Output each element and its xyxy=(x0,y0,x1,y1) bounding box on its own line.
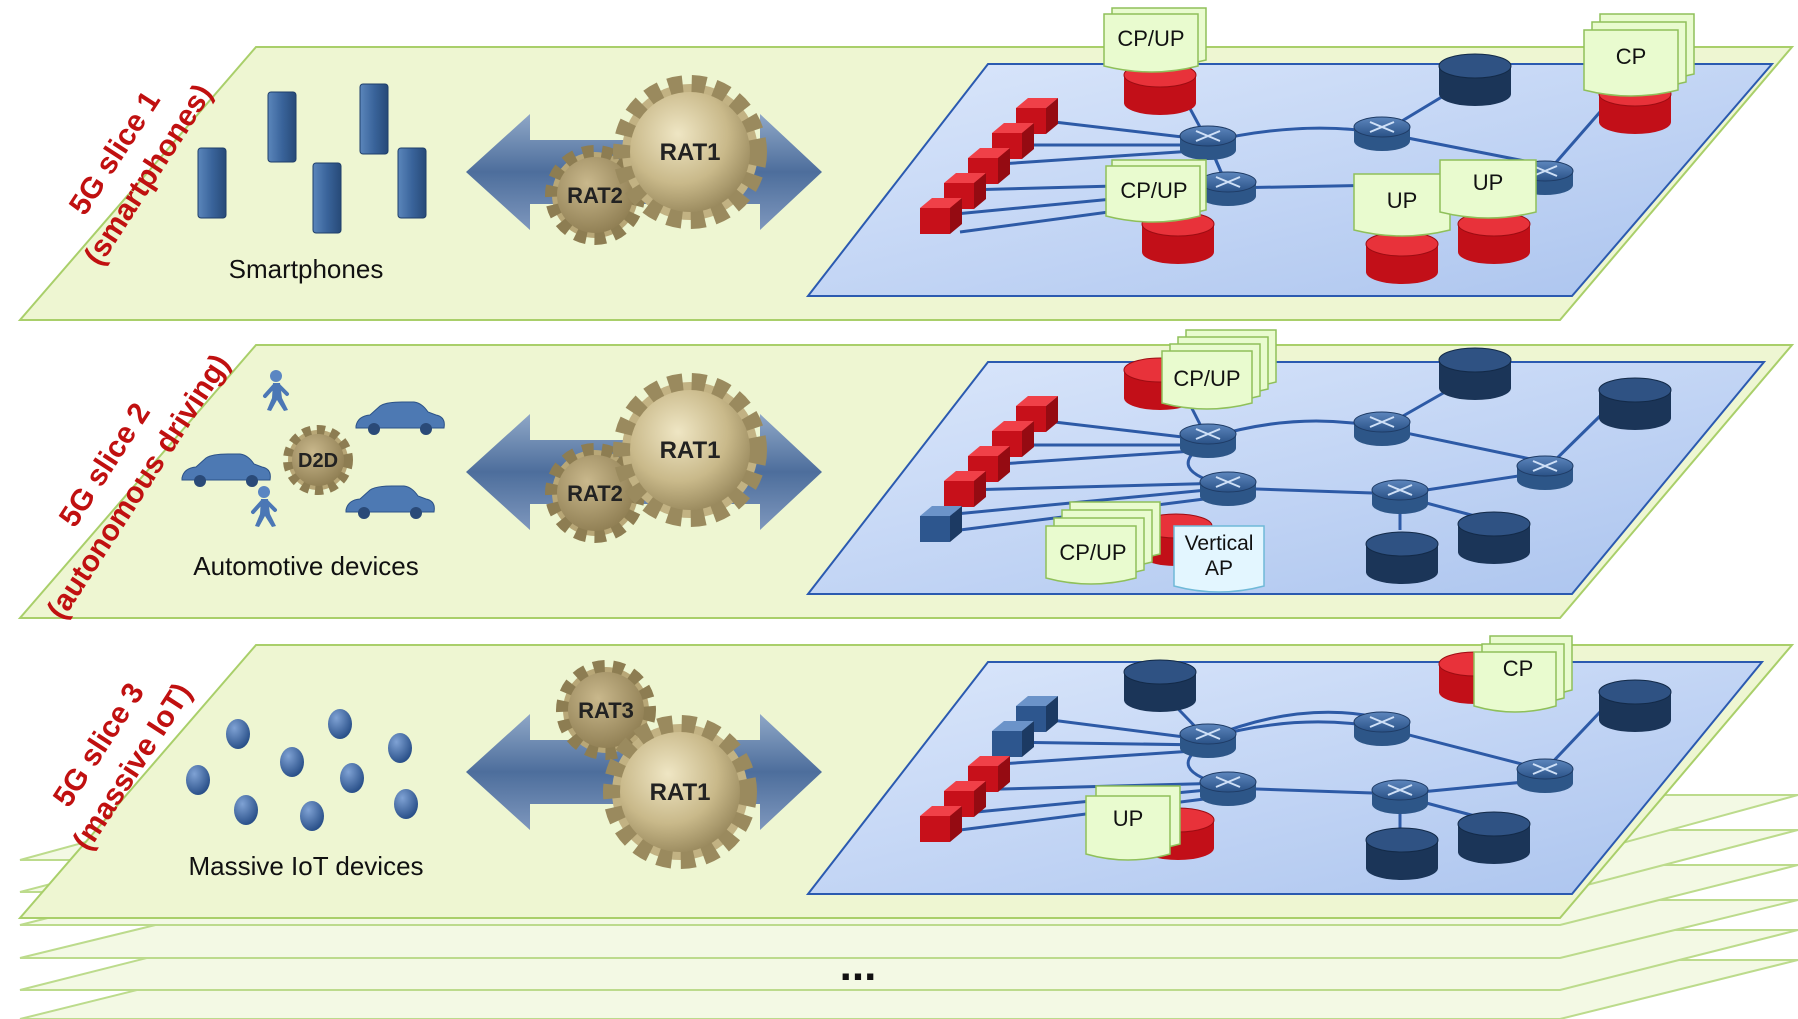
svg-text:CP/UP: CP/UP xyxy=(1173,366,1240,391)
router-icon xyxy=(1371,479,1429,515)
slice-1-device-caption: Smartphones xyxy=(229,254,384,284)
iot-device-icon xyxy=(280,747,304,777)
router-icon xyxy=(1199,171,1257,207)
svg-text:CP/UP: CP/UP xyxy=(1120,178,1187,203)
iot-device-icon xyxy=(234,795,258,825)
iot-device-icon xyxy=(394,789,418,819)
svg-text:CP/UP: CP/UP xyxy=(1117,26,1184,51)
iot-devices-icons xyxy=(186,709,418,831)
svg-text:CP/UP: CP/UP xyxy=(1059,540,1126,565)
smartphones-icons xyxy=(197,83,427,234)
slice-3-rat1-gear: RAT1 xyxy=(603,715,757,869)
smartphone-icon xyxy=(312,162,342,234)
d2d-gear: D2D xyxy=(283,425,353,495)
router-icon xyxy=(1516,455,1574,491)
router-icon xyxy=(1179,723,1237,759)
slice-3-device-caption: Massive IoT devices xyxy=(188,851,423,881)
slice-1-rat2-label: RAT2 xyxy=(567,183,623,208)
slice-2-rat1-label: RAT1 xyxy=(660,437,721,464)
router-icon xyxy=(1179,423,1237,459)
svg-text:UP: UP xyxy=(1387,188,1418,213)
slice-2-note-cpup-bottom: CP/UP xyxy=(1045,501,1161,585)
svg-text:CP: CP xyxy=(1616,44,1647,69)
slice-1-note-cpup-mid: CP/UP xyxy=(1105,159,1207,223)
router-icon xyxy=(1353,711,1411,747)
smartphone-icon xyxy=(397,147,427,219)
slice-3: 5G slice 3 (massive IoT) Massive IoT dev… xyxy=(17,635,1795,919)
iot-device-icon xyxy=(300,801,324,831)
router-icon xyxy=(1353,411,1411,447)
router-icon xyxy=(1199,771,1257,807)
smartphone-icon xyxy=(197,147,227,219)
svg-text:UP: UP xyxy=(1473,170,1504,195)
slice-1-note-up-right: UP xyxy=(1439,159,1537,219)
router-icon xyxy=(1353,116,1411,152)
router-icon xyxy=(1516,758,1574,794)
iot-device-icon xyxy=(388,733,412,763)
slice-2-rat1-gear: RAT1 xyxy=(613,373,767,527)
slice-1-note-cp: CP xyxy=(1583,13,1695,97)
slice-2-vertical-ap-note: Vertical AP xyxy=(1173,525,1265,593)
slice-1-note-up-left: UP xyxy=(1353,173,1451,237)
svg-text:UP: UP xyxy=(1113,806,1144,831)
slice-1: 5G slice 1 (smartphones) Smartphones RAT… xyxy=(17,7,1795,321)
iot-device-icon xyxy=(186,765,210,795)
smartphone-icon xyxy=(359,83,389,155)
automotive-devices-icons: D2D xyxy=(181,368,445,529)
svg-text:CP: CP xyxy=(1503,656,1534,681)
slice-2-device-caption: Automotive devices xyxy=(193,551,418,581)
slice-3-rat1-label: RAT1 xyxy=(650,779,711,806)
slice-3-rat3-gear: RAT3 xyxy=(556,660,656,760)
slice-1-note-cpup-top: CP/UP xyxy=(1103,7,1207,73)
slice-2-note-cpup-top: CP/UP xyxy=(1161,329,1277,410)
d2d-label: D2D xyxy=(298,450,338,472)
router-icon xyxy=(1179,125,1237,161)
slice-3-rat3-label: RAT3 xyxy=(578,698,634,723)
slice-3-note-up: UP xyxy=(1085,785,1181,861)
router-icon xyxy=(1371,779,1429,815)
svg-text:Vertical: Vertical xyxy=(1185,532,1254,555)
slice-2: 5G slice 2 (autonomous driving) D2D Auto… xyxy=(17,329,1795,625)
ellipsis-more-slices: ... xyxy=(840,941,877,990)
router-icon xyxy=(1199,471,1257,507)
slice-1-rat1-label: RAT1 xyxy=(660,139,721,166)
svg-text:AP: AP xyxy=(1205,557,1233,580)
smartphone-icon xyxy=(267,91,297,163)
slice-2-rat2-gear: RAT2 xyxy=(545,443,645,543)
slice-1-rat1-gear: RAT1 xyxy=(613,75,767,229)
slice-2-rat2-label: RAT2 xyxy=(567,481,623,506)
slice-3-note-cp: CP xyxy=(1473,635,1573,713)
iot-device-icon xyxy=(226,719,250,749)
iot-device-icon xyxy=(340,763,364,793)
iot-device-icon xyxy=(328,709,352,739)
